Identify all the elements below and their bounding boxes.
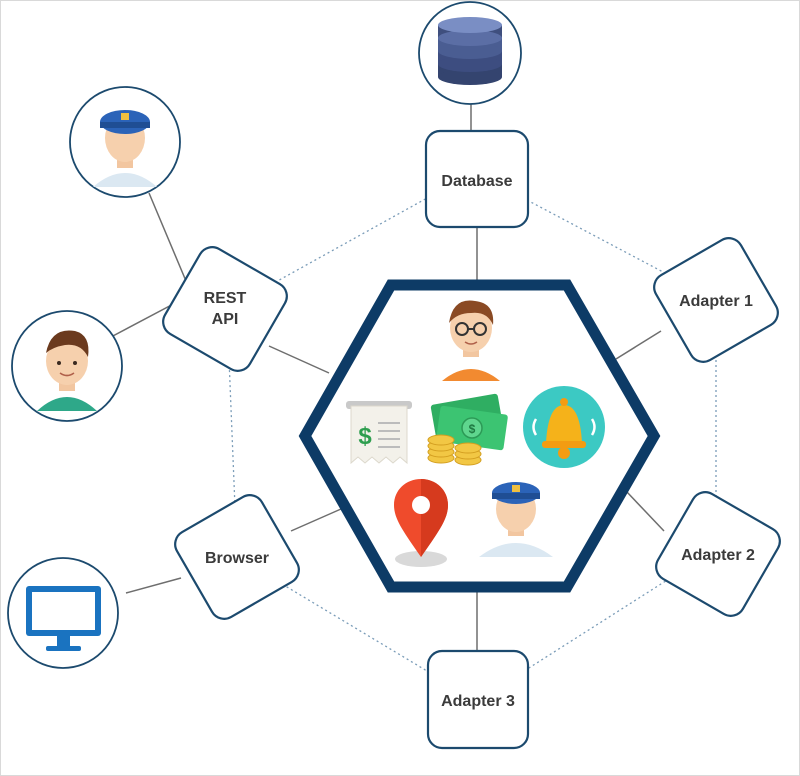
user-avatar-icon	[442, 300, 500, 381]
port-adapter3-box	[426, 649, 530, 750]
port-rest-api[interactable]	[158, 242, 292, 376]
port-adapter2[interactable]	[651, 487, 785, 621]
port-adapter2-label: Adapter 2	[681, 547, 755, 564]
port-browser[interactable]	[170, 490, 304, 624]
receipt-icon: $	[346, 401, 412, 465]
connector-adapter1	[615, 330, 662, 360]
guard-avatar-icon	[479, 482, 553, 557]
port-adapter1[interactable]	[649, 233, 783, 367]
port-adapter3-label: Adapter 3	[441, 693, 515, 710]
connector-rest-core	[268, 345, 330, 374]
money-coins-icon: $	[427, 393, 508, 466]
port-database[interactable]: Database	[424, 129, 530, 229]
connector-customer	[110, 300, 180, 338]
customer-avatar-icon	[11, 310, 123, 422]
port-rest-api-box	[162, 246, 288, 372]
port-adapter2-box	[655, 491, 781, 617]
port-browser-box	[174, 494, 300, 620]
database-icon	[418, 1, 522, 105]
connector-monitor	[125, 577, 182, 594]
port-rest-api-label-1: REST	[204, 290, 247, 307]
port-rest-api-label-2: API	[212, 311, 239, 328]
monitor-icon	[7, 557, 119, 669]
port-adapter1-box	[653, 237, 779, 363]
connectors	[110, 101, 665, 651]
location-pin-icon	[394, 479, 448, 567]
connector-browser	[290, 508, 342, 532]
connector-adapter2	[625, 490, 665, 532]
port-adapter3[interactable]: Adapter 3	[426, 649, 530, 750]
port-adapter1-label: Adapter 1	[679, 293, 753, 310]
notification-bell-icon	[523, 386, 605, 468]
port-database-label: Database	[441, 173, 512, 190]
guard-avatar-icon	[69, 86, 181, 198]
connector-guard	[148, 192, 187, 282]
svg-text:$: $	[358, 423, 372, 450]
svg-text:$: $	[469, 422, 476, 436]
port-browser-label: Browser	[205, 550, 269, 567]
port-database-box	[424, 129, 530, 229]
